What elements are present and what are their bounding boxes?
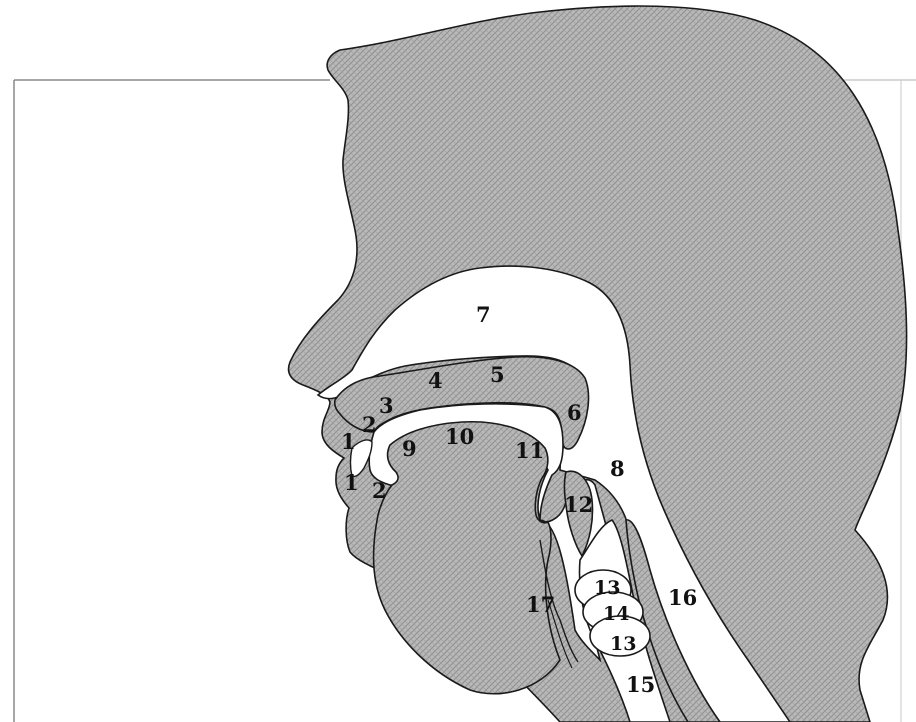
label-14: 14	[603, 603, 629, 625]
label-4: 4	[428, 368, 443, 393]
label-3: 3	[379, 393, 394, 418]
label-7: 7	[476, 302, 491, 327]
label-11: 11	[515, 438, 544, 463]
label-6: 6	[567, 400, 582, 425]
label-1-lower: 1	[344, 470, 359, 495]
label-2-lower: 2	[372, 478, 387, 503]
label-5: 5	[490, 362, 505, 387]
label-8: 8	[610, 456, 625, 481]
label-10: 10	[445, 424, 474, 449]
label-16: 16	[668, 585, 697, 610]
label-17: 17	[526, 592, 555, 617]
label-13-upper: 13	[594, 577, 620, 599]
label-15: 15	[626, 672, 655, 697]
label-9: 9	[402, 436, 417, 461]
label-1-upper: 1	[341, 429, 356, 454]
label-2-upper: 2	[362, 412, 377, 437]
label-13-lower: 13	[610, 633, 636, 655]
label-12: 12	[564, 492, 593, 517]
